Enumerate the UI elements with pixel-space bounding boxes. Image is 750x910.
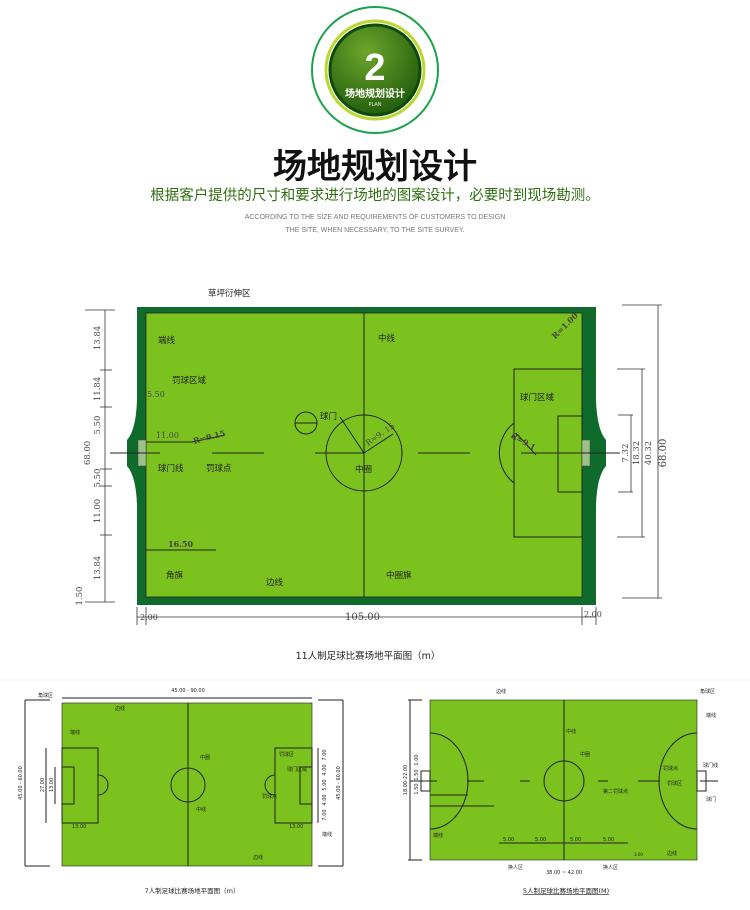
dim-13-left: 13.00 <box>72 824 86 830</box>
dim-small: 3.00 <box>634 852 643 857</box>
dim-goal: 1.50 <box>414 783 420 794</box>
dim-width: 18.00-22.00 <box>403 765 409 795</box>
dim-seg: 5.00 <box>503 837 514 843</box>
dim-seg: 5.00 <box>535 837 546 843</box>
caption-7: 7人制足球比赛场地平面图（m） <box>145 886 240 895</box>
badge-disc <box>328 23 422 117</box>
dim-length: 38.00 ~ 42.00 <box>546 870 582 876</box>
label-end-line-right: 端线 <box>706 712 716 719</box>
label-side-line-bottom: 边线 <box>253 854 263 861</box>
label-goal-line: 球门线 <box>703 762 718 769</box>
dim-goal: 1.50 <box>414 769 420 780</box>
field-7 <box>61 702 313 867</box>
caption-11: 11人制足球比赛场地平面图（m） <box>296 650 441 662</box>
badge-subtitle: PLAN <box>368 102 381 108</box>
badge-number: 2 <box>364 47 385 89</box>
label-penalty-spot: 罚球点 <box>663 765 678 772</box>
dim-right-seg: 7.32 <box>621 444 631 463</box>
eleven-a-side-plan: 草坪衍伸区 端线 罚球区域 球门 球门线 罚球点 中线 中圈 球门区域 角旗 边… <box>75 288 669 662</box>
dim-right-seg: 68.00 <box>658 439 669 468</box>
label-sub-right: 换人区 <box>603 864 618 871</box>
dim-margin-left: 2.00 <box>140 613 158 622</box>
dim-goal: 1.00 <box>414 754 420 765</box>
dim-left-seg: 11.00 <box>93 499 103 523</box>
dim-27: 27.00 <box>40 778 46 792</box>
label-end-line: 端线 <box>158 335 176 346</box>
dim-right-seg: 4.00 <box>322 764 328 775</box>
dim-13-vertical: 13.00 <box>49 778 55 792</box>
dim-left-seg: 13.84 <box>93 556 103 580</box>
dim-width-left: 45.00 - 60.00 <box>18 766 24 800</box>
label-center-circle: 中圈 <box>200 754 210 761</box>
label-side-line-bottom: 边线 <box>667 850 677 857</box>
dim-left-width: 68.00 <box>83 441 93 465</box>
dim-11-00: 11.00 <box>156 431 179 440</box>
label-center-line: 中线 <box>378 333 396 344</box>
dim-right-seg: 5.00 <box>322 779 328 790</box>
dim-left-seg: 13.84 <box>93 326 103 350</box>
dim-seg: 5.00 <box>570 837 581 843</box>
dim-left-seg: 5.50 <box>93 416 103 435</box>
dim-width-right: 45.00 - 60.00 <box>336 766 342 800</box>
badge-inner-ring <box>324 19 426 121</box>
dim-margin-right: 2.00 <box>584 610 602 619</box>
english-line-2: THE SITE, WHEN NECESSARY, TO THE SITE SU… <box>285 227 464 234</box>
dim-right-seg: 7.00 <box>322 749 328 760</box>
dim-right-seg: 40.32 <box>644 441 654 465</box>
label-corner-area: 角球区 <box>700 688 715 695</box>
label-sub-left: 换人区 <box>508 864 523 871</box>
label-second-penalty-spot: 第二罚球点 <box>603 788 628 795</box>
label-end-line-left: 端线 <box>70 729 80 736</box>
dim-5-50: 5.50 <box>147 390 165 399</box>
dim-13-right: 13.00 <box>289 824 303 830</box>
dim-right-seg: 18.32 <box>632 441 642 465</box>
label-center-line: 中线 <box>196 806 206 813</box>
label-center-flag: 中圈旗 <box>386 570 412 581</box>
dim-16-50: 16.50 <box>168 539 193 549</box>
label-corner-area: 角球区 <box>38 692 53 699</box>
dim-seg: 5.00 <box>603 837 614 843</box>
dim-left-seg: 5.50 <box>93 469 103 488</box>
label-center-line: 中线 <box>566 728 576 735</box>
dim-length: 105.00 <box>345 612 380 623</box>
label-side-line-top: 边线 <box>496 688 506 695</box>
label-extension: 草坪衍伸区 <box>208 288 251 299</box>
label-penalty-area: 罚球区 <box>667 780 682 787</box>
label-side-line: 边线 <box>266 577 284 588</box>
label-side-line-top: 边线 <box>115 705 125 712</box>
dim-length: 45.00 - 90.00 <box>171 688 205 694</box>
badge-title: 场地规划设计 <box>345 87 405 100</box>
five-a-side-plan: 边线 角球区 端线 中线 中圈 罚球点 球门线 罚球区 第二罚球点 球门 端线 … <box>403 688 718 895</box>
dim-left-seg: 11.84 <box>93 377 103 401</box>
label-penalty-spot: 罚球点 <box>206 463 232 474</box>
dim-right-seg: 4.00 <box>322 794 328 805</box>
dim-left-bottom: 1.50 <box>75 587 85 606</box>
label-goal: 球门 <box>706 796 716 803</box>
label-goal: 球门 <box>320 411 337 422</box>
label-penalty-area: 罚球区 <box>279 751 294 758</box>
caption-5: 5人制足球比赛场地平面图(M) <box>523 886 609 895</box>
english-line-1: ACCORDING TO THE SIZE AND REQUIREMENTS O… <box>245 214 506 221</box>
label-center-circle: 中圈 <box>580 751 590 758</box>
label-goal-area: 球门区域 <box>520 392 555 403</box>
label-center-circle: 中圈 <box>355 464 372 475</box>
label-goal-area: 球门区域 <box>287 766 307 773</box>
label-corner-flag: 角旗 <box>166 570 184 581</box>
dim-right-seg: 7.00 <box>322 809 328 820</box>
page-title: 场地规划设计 <box>273 147 477 187</box>
section-badge: 2 场地规划设计 PLAN <box>311 6 439 134</box>
label-goal-line: 球门线 <box>158 463 184 474</box>
label-end-line-left: 端线 <box>433 832 443 839</box>
page-description: 根据客户提供的尺寸和要求进行场地的图案设计，必要时到现场勘测。 <box>150 186 600 204</box>
badge-outer-ring <box>311 6 439 134</box>
seven-a-side-plan: 角球区 边线 端线 中圈 中线 罚球区 球门区域 罚球点 端线 边线 45.00… <box>18 688 344 895</box>
label-penalty-spot: 罚球点 <box>262 793 277 800</box>
label-end-line-right: 端线 <box>322 831 332 838</box>
label-penalty-area: 罚球区域 <box>172 375 207 386</box>
